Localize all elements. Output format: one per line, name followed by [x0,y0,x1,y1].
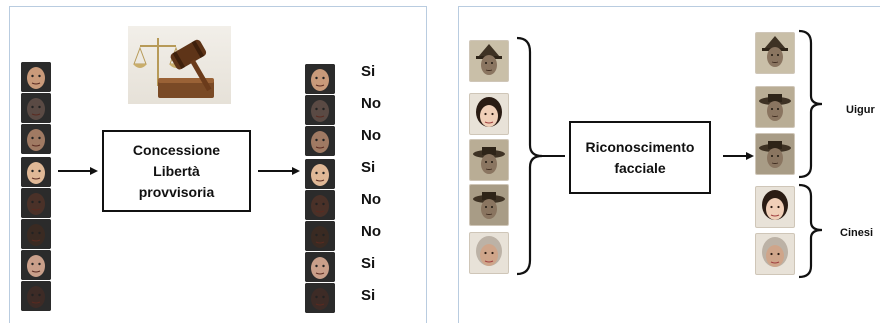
person-photo [755,133,795,175]
person-photo [755,86,795,128]
defendant-face [305,221,335,251]
decision-label: Si [361,63,376,80]
defendant-face [21,219,51,249]
defendant-face [305,126,335,156]
gavel-scales-icon [128,26,231,104]
defendant-face [21,93,51,123]
defendant-face [21,157,51,187]
box-line: Riconoscimento [585,138,695,155]
defendant-face [305,159,335,189]
decision-label: No [361,95,381,112]
box-line: Concessione [132,141,221,158]
decision-label: No [361,223,381,240]
person-photo [469,40,509,82]
person-photo [469,184,509,226]
box-line: provvisoria [138,183,215,200]
decision-label: No [361,127,381,144]
decision-label: Si [361,287,376,304]
defendant-face [305,95,335,125]
defendant-face [21,250,51,280]
person-photo [469,93,509,135]
group-label-uigur: Uigur [846,104,875,116]
person-photo [469,232,509,274]
defendant-face [21,281,51,311]
defendant-face [21,188,51,218]
defendant-face [305,64,335,94]
bail-decision-box: Concessione Libertà provvisoria [102,130,251,212]
defendant-face [21,124,51,154]
defendant-face [305,252,335,282]
box-line: Libertà [153,162,200,179]
defendant-face [21,62,51,92]
person-photo [755,186,795,228]
group-label-cinesi: Cinesi [840,227,874,239]
decision-label: No [361,191,381,208]
decision-label: Si [361,159,376,176]
box-line: facciale [614,159,666,176]
person-photo [755,233,795,275]
defendant-face [305,190,335,220]
defendant-face [305,283,335,313]
person-photo [469,139,509,181]
face-recognition-box: Riconoscimento facciale [569,121,711,194]
person-photo [755,32,795,74]
decision-label: Si [361,255,376,272]
